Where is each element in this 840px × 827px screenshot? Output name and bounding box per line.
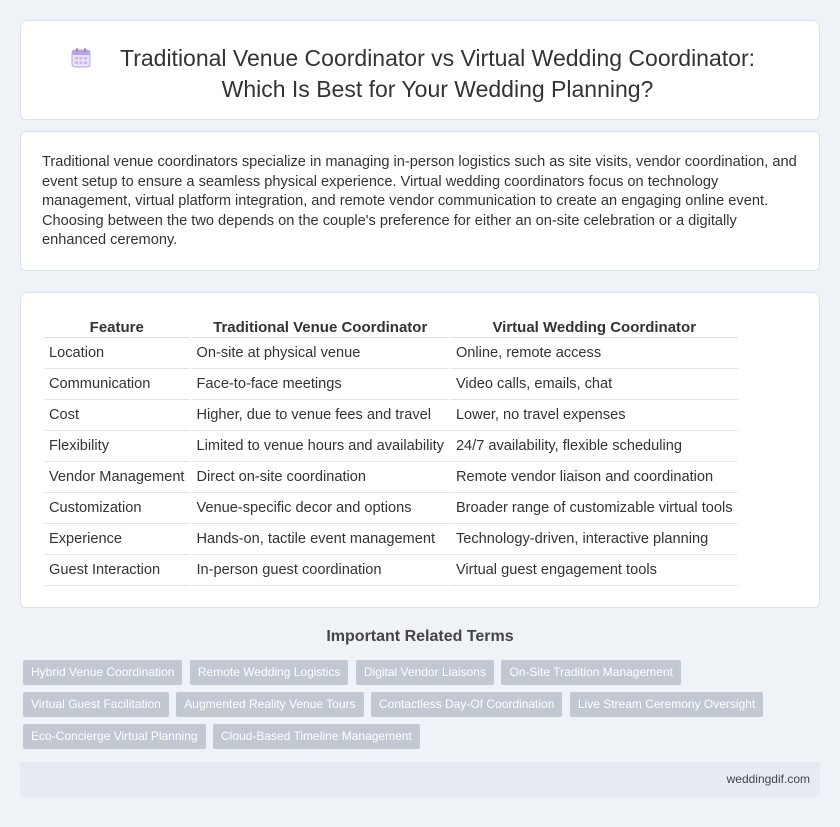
page-title: Traditional Venue Coordinator vs Virtual… xyxy=(120,45,755,102)
header-feature: Feature xyxy=(44,317,190,338)
header-traditional: Traditional Venue Coordinator xyxy=(191,317,449,338)
tag-row: Hybrid Venue Coordination Remote Wedding… xyxy=(23,660,783,692)
feature-cell: Customization xyxy=(44,493,190,524)
feature-cell: Flexibility xyxy=(44,431,190,462)
term-tag[interactable]: Eco-Concierge Virtual Planning xyxy=(23,724,206,749)
term-tag[interactable]: Digital Vendor Liaisons xyxy=(355,660,494,685)
table-row: Location On-site at physical venue Onlin… xyxy=(44,338,738,369)
term-tag[interactable]: On-Site Tradition Management xyxy=(501,660,681,685)
related-terms-heading: Important Related Terms xyxy=(326,628,514,645)
traditional-cell: Direct on-site coordination xyxy=(191,462,449,493)
term-tag[interactable]: Hybrid Venue Coordination xyxy=(23,660,183,685)
traditional-cell: Face-to-face meetings xyxy=(191,369,449,400)
term-tag[interactable]: Live Stream Ceremony Oversight xyxy=(569,692,764,717)
comparison-table: Feature Traditional Venue Coordinator Vi… xyxy=(42,317,740,586)
traditional-cell: Hands-on, tactile event management xyxy=(191,524,449,555)
tag-row: Virtual Guest Facilitation Augmented Rea… xyxy=(23,692,783,724)
footer-site-link[interactable]: weddingdif.com xyxy=(726,772,810,786)
virtual-cell: Broader range of customizable virtual to… xyxy=(450,493,738,524)
comparison-card: Feature Traditional Venue Coordinator Vi… xyxy=(20,292,820,608)
header-virtual: Virtual Wedding Coordinator xyxy=(450,317,738,338)
feature-cell: Location xyxy=(44,338,190,369)
virtual-cell: 24/7 availability, flexible scheduling xyxy=(450,431,738,462)
table-row: Guest Interaction In-person guest coordi… xyxy=(44,555,738,586)
traditional-cell: On-site at physical venue xyxy=(191,338,449,369)
calendar-icon xyxy=(71,48,91,68)
related-terms-tags: Hybrid Venue Coordination Remote Wedding… xyxy=(23,660,783,756)
feature-cell: Experience xyxy=(44,524,190,555)
intro-paragraph: Traditional venue coordinators specializ… xyxy=(42,154,797,249)
footer: weddingdif.com xyxy=(20,762,820,797)
feature-cell: Communication xyxy=(44,369,190,400)
feature-cell: Vendor Management xyxy=(44,462,190,493)
term-tag[interactable]: Cloud-Based Timeline Management xyxy=(213,724,420,749)
virtual-cell: Online, remote access xyxy=(450,338,738,369)
title-card: Traditional Venue Coordinator vs Virtual… xyxy=(20,20,820,120)
table-row: Flexibility Limited to venue hours and a… xyxy=(44,431,738,462)
traditional-cell: Venue-specific decor and options xyxy=(191,493,449,524)
table-row: Cost Higher, due to venue fees and trave… xyxy=(44,400,738,431)
virtual-cell: Technology-driven, interactive planning xyxy=(450,524,738,555)
virtual-cell: Lower, no travel expenses xyxy=(450,400,738,431)
term-tag[interactable]: Contactless Day-Of Coordination xyxy=(370,692,563,717)
intro-card: Traditional venue coordinators specializ… xyxy=(20,131,820,271)
traditional-cell: Higher, due to venue fees and travel xyxy=(191,400,449,431)
table-row: Experience Hands-on, tactile event manag… xyxy=(44,524,738,555)
virtual-cell: Remote vendor liaison and coordination xyxy=(450,462,738,493)
table-row: Communication Face-to-face meetings Vide… xyxy=(44,369,738,400)
term-tag[interactable]: Virtual Guest Facilitation xyxy=(23,692,169,717)
traditional-cell: In-person guest coordination xyxy=(191,555,449,586)
tag-row: Eco-Concierge Virtual Planning Cloud-Bas… xyxy=(23,724,783,756)
feature-cell: Cost xyxy=(44,400,190,431)
table-row: Vendor Management Direct on-site coordin… xyxy=(44,462,738,493)
table-header-row: Feature Traditional Venue Coordinator Vi… xyxy=(44,317,738,338)
term-tag[interactable]: Remote Wedding Logistics xyxy=(189,660,349,685)
term-tag[interactable]: Augmented Reality Venue Tours xyxy=(176,692,364,717)
table-row: Customization Venue-specific decor and o… xyxy=(44,493,738,524)
virtual-cell: Virtual guest engagement tools xyxy=(450,555,738,586)
traditional-cell: Limited to venue hours and availability xyxy=(191,431,449,462)
feature-cell: Guest Interaction xyxy=(44,555,190,586)
virtual-cell: Video calls, emails, chat xyxy=(450,369,738,400)
